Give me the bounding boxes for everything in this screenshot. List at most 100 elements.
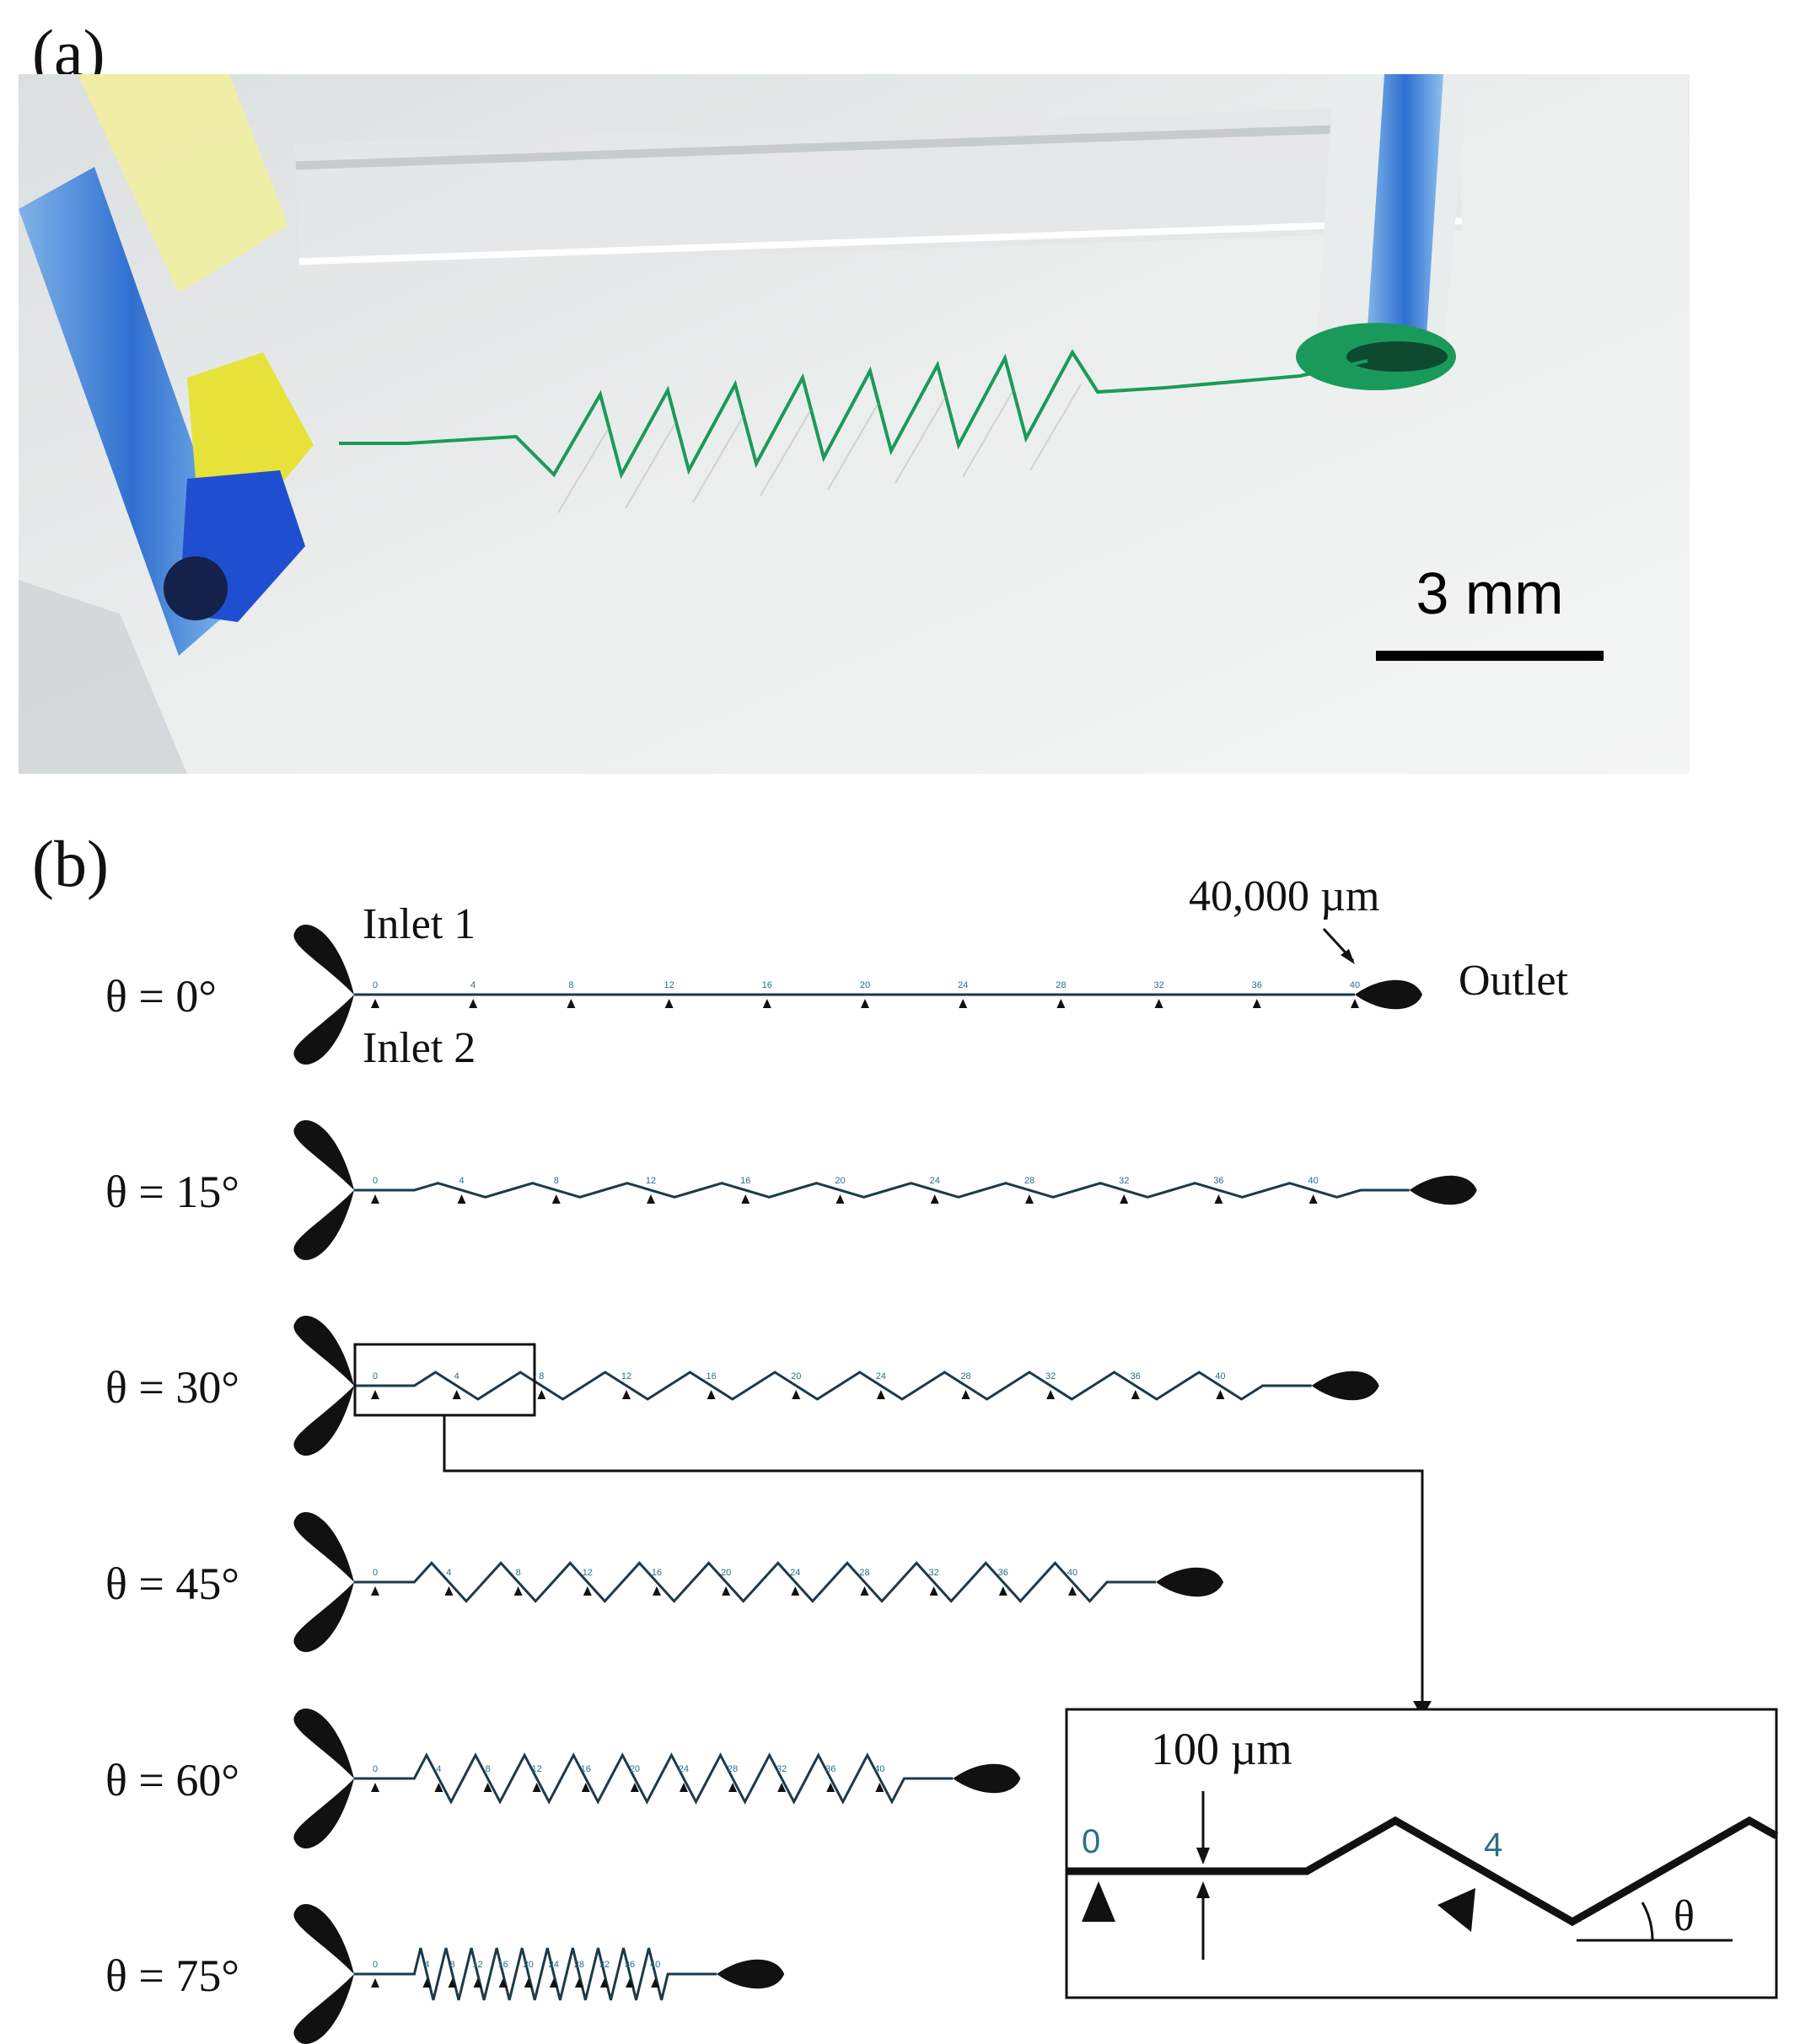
distance-marker-label: 12 (583, 1568, 593, 1578)
distance-marker-triangle (930, 1194, 939, 1204)
distance-marker-label: 24 (549, 1960, 559, 1970)
distance-marker-triangle (457, 1194, 466, 1204)
distance-marker-triangle (549, 1978, 558, 1988)
angle-label-30: θ = 30° (105, 1362, 239, 1413)
distance-marker-triangle (707, 1390, 716, 1399)
distance-marker-label: 12 (532, 1764, 542, 1774)
distance-marker-label: 8 (449, 1960, 454, 1970)
distance-marker-label: 40 (1215, 1371, 1225, 1381)
distance-marker-triangle (473, 1978, 482, 1988)
distance-marker-label: 0 (373, 1568, 378, 1578)
channel-path-45 (354, 1561, 1157, 1603)
distance-marker-triangle (929, 1586, 938, 1596)
distance-marker-triangle (860, 1586, 869, 1596)
distance-marker-triangle (664, 999, 674, 1008)
distance-marker-triangle (647, 1194, 656, 1204)
distance-marker-label: 24 (958, 980, 968, 990)
distance-marker-label: 4 (459, 1176, 464, 1186)
outlet-reservoir (1156, 1567, 1224, 1597)
inlet-1-reservoir (293, 1512, 354, 1582)
outlet-reservoir (717, 1959, 785, 1989)
distance-marker-triangle (599, 1978, 609, 1988)
distance-marker-label: 36 (825, 1764, 836, 1774)
distance-marker-label: 12 (621, 1371, 631, 1381)
distance-marker-label: 24 (876, 1371, 886, 1381)
inlet-1-reservoir (293, 1709, 354, 1778)
distance-marker-triangle (1067, 1586, 1077, 1596)
distance-marker-label: 16 (581, 1764, 591, 1774)
distance-marker-label: 16 (652, 1568, 662, 1578)
distance-marker-label: 32 (1045, 1371, 1056, 1381)
angle-label-45: θ = 45° (105, 1558, 239, 1609)
angle-label-60: θ = 60° (105, 1755, 239, 1805)
distance-marker-triangle (1308, 1194, 1318, 1204)
distance-marker-label: 40 (1350, 980, 1360, 990)
distance-marker-triangle (791, 1586, 800, 1596)
distance-marker-label: 20 (860, 980, 870, 990)
inlet-2-reservoir (293, 1974, 354, 2044)
distance-marker-triangle (728, 1783, 738, 1792)
distance-marker-triangle (961, 1390, 970, 1399)
distance-marker-triangle (651, 1978, 660, 1988)
length-label: 40,000 µm (1189, 872, 1379, 920)
distance-marker-label: 28 (1024, 1176, 1034, 1186)
distance-marker-triangle (574, 1978, 583, 1988)
distance-marker-triangle (876, 1390, 885, 1399)
outlet-reservoir (1311, 1371, 1379, 1401)
distance-marker-triangle (371, 1978, 379, 1988)
angle-label-15: θ = 15° (105, 1167, 239, 1217)
distance-marker-triangle (524, 1978, 533, 1988)
left-tube-yellow (78, 74, 288, 293)
distance-marker-triangle (452, 1390, 461, 1399)
distance-marker-label: 8 (485, 1764, 490, 1774)
inlet-1-label: Inlet 1 (363, 900, 476, 948)
distance-marker-label: 8 (516, 1568, 521, 1578)
distance-marker-triangle (532, 1783, 541, 1792)
distance-marker-triangle (792, 1390, 801, 1399)
distance-marker-label: 16 (762, 980, 772, 990)
channel-path-60 (354, 1752, 954, 1805)
distance-marker-triangle (722, 1586, 731, 1596)
outlet-reservoir (953, 1763, 1021, 1794)
inlet-2-reservoir (293, 1582, 354, 1652)
distance-marker-label: 28 (1056, 980, 1066, 990)
distance-marker-label: 0 (373, 1960, 378, 1970)
distance-marker-triangle (1056, 999, 1066, 1008)
distance-marker-label: 20 (791, 1371, 801, 1381)
device-photo: 3 mm (19, 74, 1690, 774)
distance-marker-label: 32 (929, 1568, 939, 1578)
distance-marker-triangle (652, 1586, 661, 1596)
distance-marker-label: 32 (1119, 1176, 1129, 1186)
distance-marker-label: 0 (373, 1371, 378, 1381)
distance-marker-triangle (1252, 999, 1261, 1008)
distance-marker-label: 24 (790, 1568, 800, 1578)
distance-marker-triangle (567, 999, 576, 1008)
inset-channel (1067, 1816, 1779, 1927)
distance-marker-triangle (444, 1586, 454, 1596)
distance-marker-triangle (448, 1978, 457, 1988)
distance-marker-triangle (741, 1194, 750, 1204)
distance-marker-triangle (836, 1194, 845, 1204)
distance-marker-label: 36 (625, 1960, 635, 1970)
distance-marker-triangle (1120, 1194, 1129, 1204)
distance-marker-label: 4 (470, 980, 476, 990)
distance-marker-triangle (371, 999, 379, 1008)
distance-marker-label: 40 (1308, 1176, 1319, 1186)
zoom-connector (443, 1415, 1424, 1703)
distance-marker-label: 36 (998, 1568, 1008, 1578)
outlet-label: Outlet (1459, 957, 1569, 1005)
outlet-reservoir (1409, 1175, 1477, 1205)
distance-marker-label: 40 (874, 1764, 884, 1774)
distance-marker-label: 32 (599, 1960, 610, 1970)
channel-path-15 (354, 1182, 1410, 1199)
distance-marker-triangle (371, 1783, 379, 1792)
distance-marker-triangle (679, 1783, 688, 1792)
distance-marker-label: 32 (1153, 980, 1163, 990)
distance-marker-label: 24 (930, 1176, 940, 1186)
distance-marker-triangle (1131, 1390, 1140, 1399)
distance-marker-triangle (762, 999, 771, 1008)
distance-marker-triangle (861, 999, 869, 1008)
inset-marker-0: 0 (1082, 1823, 1100, 1860)
